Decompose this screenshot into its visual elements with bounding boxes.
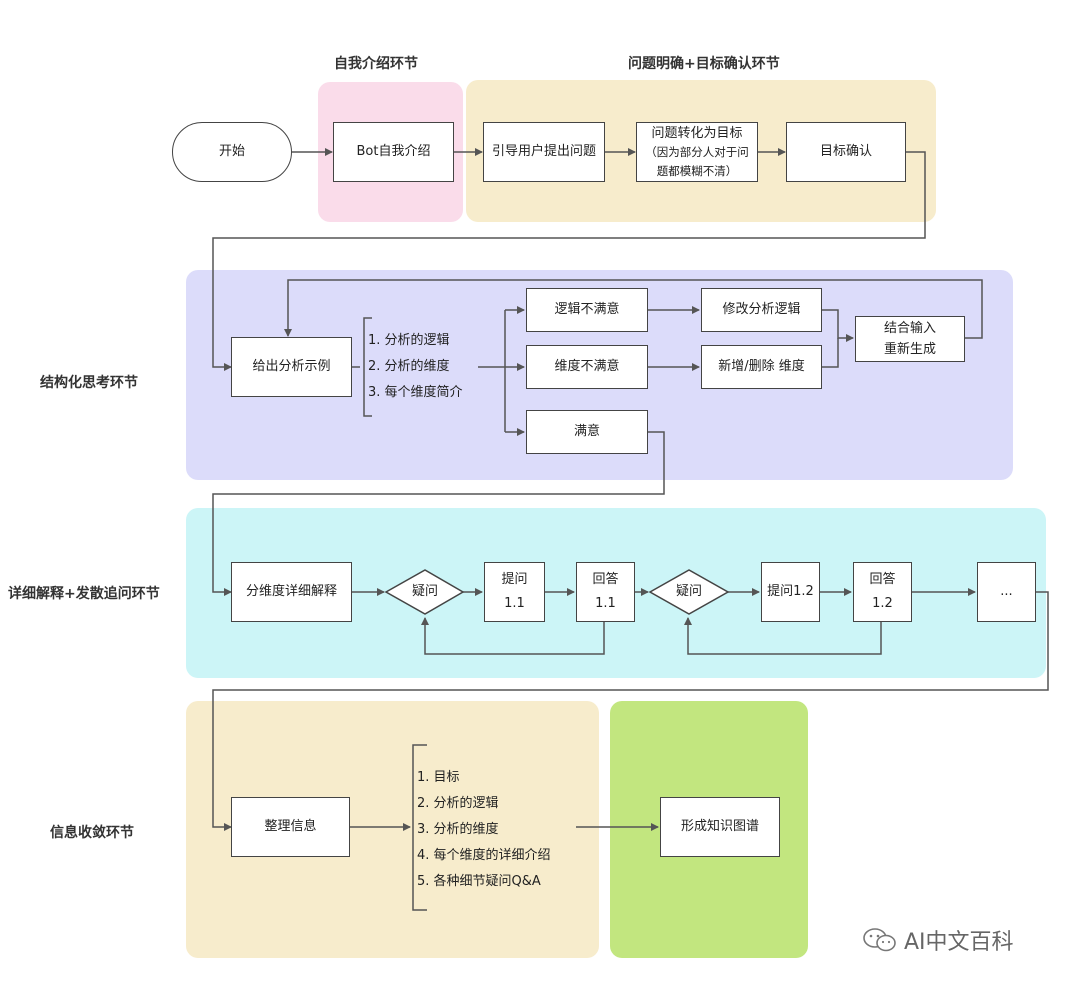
node-answer-1-2-line2: 1.2 (872, 596, 893, 611)
section-title-clarify: 问题明确+目标确认环节 (628, 56, 780, 72)
node-add-remove-dimension-label: 新增/删除 维度 (718, 359, 805, 374)
node-logic-unsatisfied: 逻辑不满意 (526, 288, 648, 332)
node-answer-1-2: 回答 1.2 (853, 562, 912, 622)
node-logic-unsatisfied-label: 逻辑不满意 (554, 302, 620, 317)
node-question-to-goal-line3: 题都模糊不清） (656, 163, 738, 178)
node-ask-1-2: 提问1.2 (761, 562, 820, 622)
node-question-to-goal-line2: （因为部分人对于问 (645, 144, 749, 159)
summary-list-item: 2. 分析的逻辑 (417, 796, 499, 811)
decision-doubt-2-label: 疑问 (675, 584, 702, 599)
example-list-item: 2. 分析的维度 (368, 359, 450, 374)
node-satisfied: 满意 (526, 410, 648, 454)
node-dimension-unsatisfied: 维度不满意 (526, 345, 648, 389)
summary-content-list: 1. 目标 2. 分析的逻辑 3. 分析的维度 4. 每个维度的详细介绍 5. … (417, 765, 551, 895)
node-goal-confirm: 目标确认 (786, 122, 906, 182)
decision-doubt-1-label: 疑问 (411, 584, 438, 599)
section-title-converge: 信息收敛环节 (50, 825, 134, 841)
node-guide-question: 引导用户提出问题 (483, 122, 605, 182)
node-answer-1-2-line1: 回答 (869, 572, 896, 587)
example-content-list: 1. 分析的逻辑 2. 分析的维度 3. 每个维度简介 (368, 328, 463, 406)
node-goal-confirm-label: 目标确认 (819, 144, 872, 159)
node-dimension-unsatisfied-label: 维度不满意 (554, 359, 620, 374)
node-start: 开始 (172, 122, 292, 182)
node-question-to-goal-line1: 问题转化为目标 (651, 125, 743, 141)
node-analysis-example: 给出分析示例 (231, 337, 352, 397)
node-combine-regenerate: 结合输入 重新生成 (855, 316, 965, 362)
node-ellipsis-label: ... (1000, 584, 1013, 599)
node-detail-explain: 分维度详细解释 (231, 562, 352, 622)
node-satisfied-label: 满意 (573, 424, 600, 439)
example-list-item: 1. 分析的逻辑 (368, 333, 450, 348)
node-modify-logic: 修改分析逻辑 (701, 288, 822, 332)
node-bot-intro: Bot自我介绍 (333, 122, 454, 182)
summary-list-item: 1. 目标 (417, 770, 460, 785)
node-organize-info: 整理信息 (231, 797, 350, 857)
wechat-icon (863, 928, 896, 952)
node-question-to-goal: 问题转化为目标 （因为部分人对于问 题都模糊不清） (636, 122, 758, 182)
node-answer-1-1-line2: 1.1 (595, 596, 616, 611)
node-bot-intro-label: Bot自我介绍 (356, 144, 431, 159)
node-answer-1-1-line1: 回答 (592, 572, 619, 587)
node-ask-1-1-line2: 1.1 (504, 596, 525, 611)
node-ask-1-1-line1: 提问 (501, 572, 528, 587)
example-list-item: 3. 每个维度简介 (368, 385, 463, 400)
section-title-explain: 详细解释+发散追问环节 (8, 586, 160, 602)
node-knowledge-graph: 形成知识图谱 (660, 797, 780, 857)
node-ellipsis: ... (977, 562, 1036, 622)
watermark: AI中文百科 (862, 924, 1014, 956)
node-ask-1-2-label: 提问1.2 (767, 584, 814, 599)
node-start-label: 开始 (218, 144, 245, 159)
node-combine-regenerate-line2: 重新生成 (883, 342, 936, 357)
node-combine-regenerate-line1: 结合输入 (883, 321, 936, 336)
summary-list-item: 4. 每个维度的详细介绍 (417, 848, 551, 863)
node-analysis-example-label: 给出分析示例 (252, 359, 331, 374)
node-detail-explain-label: 分维度详细解释 (245, 584, 337, 599)
node-add-remove-dimension: 新增/删除 维度 (701, 345, 822, 389)
watermark-text: AI中文百科 (904, 930, 1014, 955)
section-title-structured: 结构化思考环节 (40, 375, 138, 391)
decision-diamond-1 (384, 569, 465, 615)
decision-diamond-2 (648, 569, 730, 615)
section-title-intro: 自我介绍环节 (334, 56, 418, 72)
summary-list-item: 5. 各种细节疑问Q&A (417, 874, 541, 889)
summary-list-item: 3. 分析的维度 (417, 822, 499, 837)
node-modify-logic-label: 修改分析逻辑 (722, 302, 801, 317)
node-guide-question-label: 引导用户提出问题 (491, 144, 596, 159)
node-answer-1-1: 回答 1.1 (576, 562, 635, 622)
node-organize-info-label: 整理信息 (264, 819, 317, 834)
node-ask-1-1: 提问 1.1 (484, 562, 545, 622)
node-knowledge-graph-label: 形成知识图谱 (680, 819, 759, 834)
